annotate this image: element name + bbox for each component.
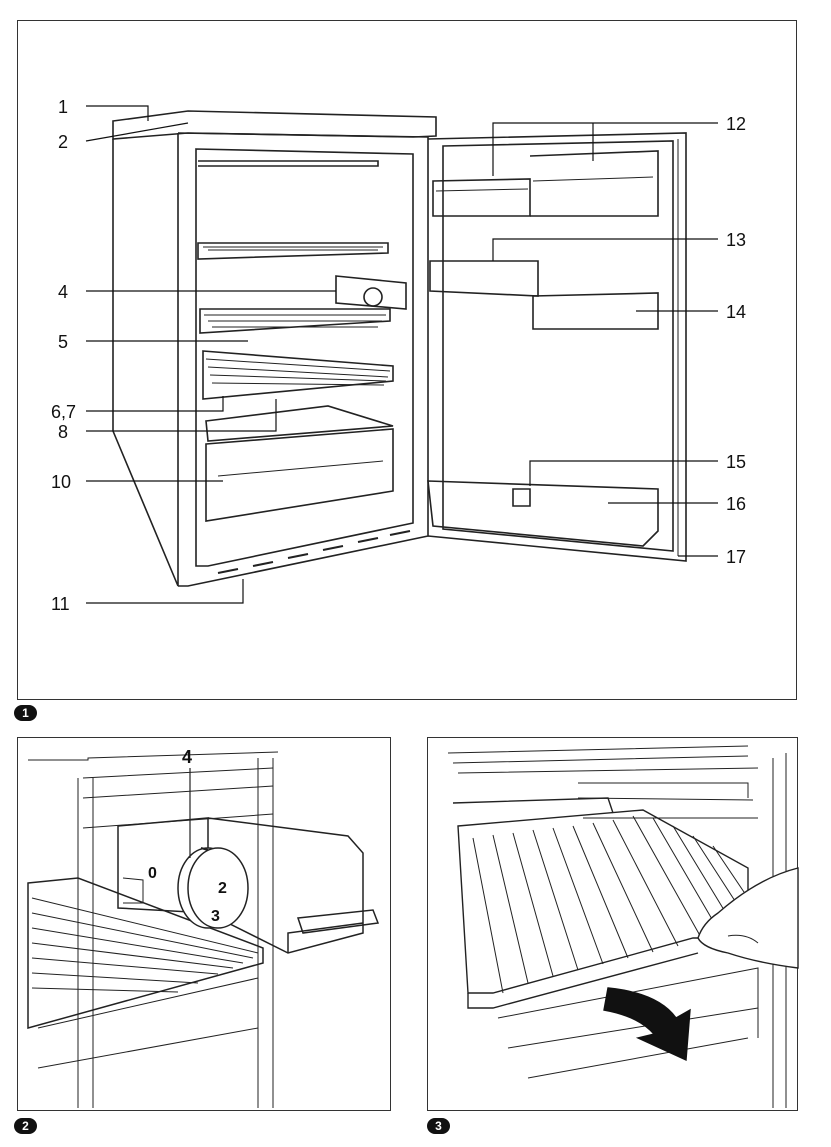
callout-13: 13: [726, 230, 746, 250]
thermostat-closeup-illustration: 4 0 2 3: [18, 738, 392, 1112]
figure-3-panel: [427, 737, 798, 1111]
callout-17: 17: [726, 547, 746, 567]
callout-12: 12: [726, 114, 746, 134]
callout-4-fig2: 4: [182, 747, 192, 767]
callout-14: 14: [726, 302, 746, 322]
glass-shelf-lower: [203, 351, 393, 399]
shelf-removal-illustration: [428, 738, 799, 1112]
door-compartment-left: [433, 179, 530, 216]
callout-11: 11: [51, 594, 70, 614]
fridge-interior: [196, 149, 413, 566]
door-inner-liner: [443, 141, 673, 551]
fridge-overview-illustration: 1 2 4 5 6,7 8 10 11 12 13 14 15 16 17: [18, 21, 798, 701]
callout-16: 16: [726, 494, 746, 514]
fridge-door: [428, 133, 686, 561]
door-bottle-rack: [428, 481, 658, 546]
bottom-vent-slots: [218, 531, 410, 573]
fridge-cabinet-side: [113, 133, 178, 586]
figure-1-panel: 1 2 4 5 6,7 8 10 11 12 13 14 15 16 17: [17, 20, 797, 700]
dial-mark-0: 0: [148, 865, 157, 882]
thermostat-knob: [364, 288, 382, 306]
bottle-retainer-clip: [513, 489, 530, 506]
callout-2: 2: [58, 132, 68, 152]
door-compartment-right: [530, 151, 658, 216]
door-rack-middle: [430, 261, 538, 296]
callout-15: 15: [726, 452, 746, 472]
callout-6-7: 6,7: [51, 402, 76, 422]
figure-2-badge: 2: [14, 1118, 37, 1134]
callout-4: 4: [58, 282, 68, 302]
callout-1: 1: [58, 97, 68, 117]
figure-3-badge: 3: [427, 1118, 450, 1134]
dial-mark-3: 3: [211, 908, 220, 925]
shelf-back-rail: [453, 798, 613, 813]
glass-shelf-top: [198, 243, 388, 259]
figure-2-panel: 4 0 2 3: [17, 737, 391, 1111]
thermostat-housing: [336, 276, 406, 309]
dial-mark-2: 2: [218, 880, 227, 897]
callout-8: 8: [58, 422, 68, 442]
wire-shelf-pulled: [458, 810, 748, 993]
figure-1-badge: 1: [14, 705, 37, 721]
pull-direction-arrow: [604, 988, 690, 1060]
callout-5: 5: [58, 332, 68, 352]
callout-10: 10: [51, 472, 71, 492]
